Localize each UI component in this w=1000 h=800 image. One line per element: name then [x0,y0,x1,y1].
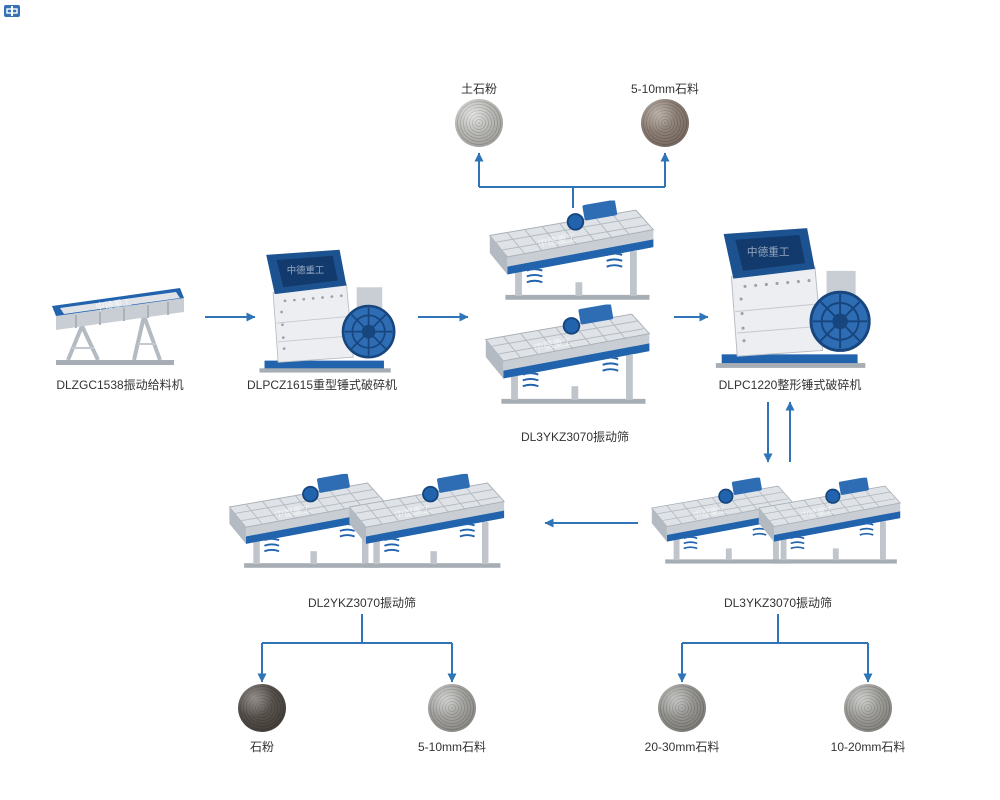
shaping-hammer-crusher-image [712,226,877,372]
output-bl-2-label: 5-10mm石料 [417,740,487,754]
bottom-left-screen-2-image [342,472,517,577]
mid-screen-label: DL3YKZ3070振动筛 [520,430,630,444]
arrow-group [205,152,873,683]
mid-vibrating-screen-top-image [482,200,667,308]
feeder-label: DLZGC1538振动给料机 [56,378,184,392]
bottom-right-screen-2-image [752,474,912,574]
output-top-1-label: 土石粉 [460,82,498,96]
output-br-2-label: 10-20mm石料 [830,740,906,754]
pile-5-10mm-top [641,99,689,147]
pile-10-20mm [844,684,892,732]
shaping-crusher-label: DLPC1220整形锤式破碎机 [718,378,862,392]
bottom-right-screen-label: DL3YKZ3070振动筛 [723,596,833,610]
primary-hammer-crusher-image [256,248,401,376]
bottom-left-screen-label: DL2YKZ3070振动筛 [307,596,417,610]
pile-soil-stone-powder [455,99,503,147]
output-top-2-label: 5-10mm石料 [630,82,700,96]
primary-crusher-label: DLPCZ1615重型锤式破碎机 [246,378,398,392]
corner-logo-icon [4,5,20,17]
pile-stone-powder [238,684,286,732]
vibrating-feeder-image [48,268,198,368]
output-bl-1-label: 石粉 [249,740,275,754]
pile-20-30mm [658,684,706,732]
output-br-1-label: 20-30mm石料 [644,740,720,754]
mid-vibrating-screen-bottom-image [478,304,663,412]
pile-5-10mm-bottom [428,684,476,732]
